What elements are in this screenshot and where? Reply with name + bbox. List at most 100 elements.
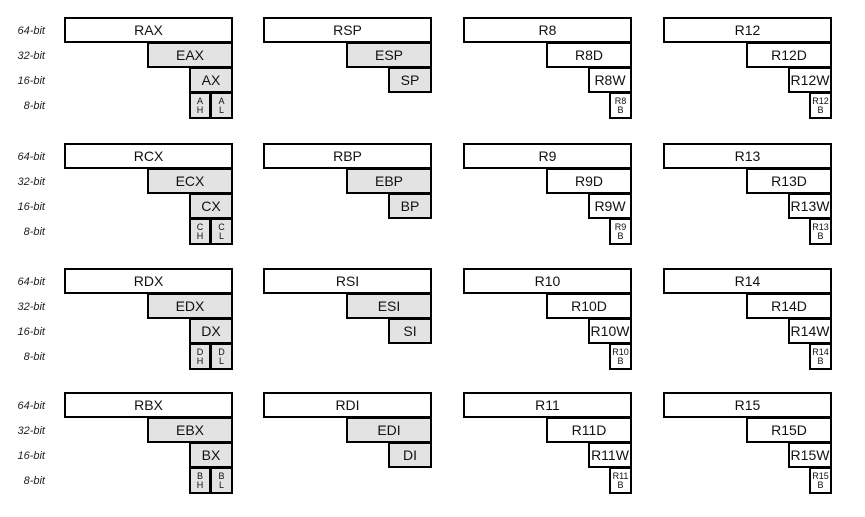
register-16bit: AX: [189, 67, 233, 93]
register-32bit: EDX: [147, 293, 233, 319]
register-32bit: R8D: [546, 42, 632, 68]
register-16bit: DX: [189, 318, 233, 344]
register-8bit-high-suffix: H: [196, 105, 204, 115]
register-32bit-label: EBP: [374, 173, 403, 189]
register-16bit: R12W: [788, 67, 832, 93]
register-64bit-label: RBP: [333, 148, 362, 164]
register-32bit-label: EDX: [175, 298, 205, 314]
register-64bit-label: RAX: [134, 22, 163, 38]
register-32bit: ESP: [346, 42, 432, 68]
register-16bit: R11W: [588, 442, 632, 468]
register-16bit: CX: [189, 193, 233, 219]
register-32bit: ESI: [346, 293, 432, 319]
register-8bit-suffix: B: [617, 105, 624, 115]
row-label: 8-bit: [23, 351, 45, 363]
register-32bit-label: R11D: [571, 422, 607, 438]
register-32bit: EBP: [346, 168, 432, 194]
register-32bit-label: EBX: [175, 422, 204, 438]
register-64bit: RCX: [64, 143, 233, 169]
register-8bit-low-letter: A: [218, 96, 225, 106]
row-label: 64-bit: [17, 151, 45, 163]
register-64bit-label: R15: [734, 397, 761, 413]
register-16bit-label: R9W: [594, 198, 626, 214]
register-32bit-label: R13D: [771, 173, 807, 189]
row-label: 32-bit: [17, 50, 45, 62]
register-64bit: R9: [463, 143, 632, 169]
register-64bit-label: RDI: [335, 397, 360, 413]
register-32bit-label: R9D: [574, 173, 603, 189]
register-8bit-low-suffix: L: [218, 356, 224, 366]
register-16bit-label: SP: [400, 72, 420, 88]
register-8bit-suffix: B: [617, 356, 624, 366]
register-32bit-label: EAX: [175, 47, 204, 63]
register-16bit-label: CX: [201, 198, 221, 214]
register-64bit: R11: [463, 392, 632, 418]
register-64bit: R15: [663, 392, 832, 418]
register-32bit-label: EDI: [377, 422, 401, 438]
row-label: 32-bit: [17, 301, 45, 313]
register-32bit-label: R8D: [574, 47, 603, 63]
register-64bit-label: RSI: [335, 273, 360, 289]
register-8bit-high-suffix: H: [196, 480, 204, 490]
register-32bit-label: ESP: [374, 47, 403, 63]
register-32bit: R12D: [746, 42, 832, 68]
row-label: 64-bit: [17, 400, 45, 412]
register-8bit-high-letter: B: [196, 471, 203, 481]
register-32bit: EDI: [346, 417, 432, 443]
register-16bit-label: R15W: [790, 447, 830, 463]
register-64bit-label: R11: [535, 397, 560, 413]
register-16bit-label: BP: [400, 198, 420, 214]
register-8bit-high-letter: C: [196, 222, 204, 232]
register-8bit-low-suffix: L: [218, 231, 224, 241]
register-64bit-label: RSP: [333, 22, 362, 38]
register-32bit-label: R14D: [771, 298, 807, 314]
register-32bit: R13D: [746, 168, 832, 194]
row-label: 8-bit: [23, 475, 45, 487]
register-8bit-name: R12: [812, 96, 829, 106]
register-8bit-low-suffix: L: [218, 480, 224, 490]
register-32bit: R9D: [546, 168, 632, 194]
register-64bit: R8: [463, 17, 632, 43]
row-label: 8-bit: [23, 226, 45, 238]
register-8bit-suffix: B: [817, 231, 824, 241]
row-label: 32-bit: [17, 425, 45, 437]
row-label: 16-bit: [17, 326, 45, 338]
register-16bit-label: R11W: [591, 447, 629, 463]
register-64bit: RBX: [64, 392, 233, 418]
register-16bit: BX: [189, 442, 233, 468]
register-16bit-label: R14W: [790, 323, 830, 339]
register-16bit: SI: [388, 318, 432, 344]
register-64bit-label: R8: [538, 22, 557, 38]
register-8bit-high-letter: A: [196, 96, 203, 106]
register-16bit-label: DX: [201, 323, 221, 339]
row-label: 16-bit: [17, 450, 45, 462]
register-16bit: R15W: [788, 442, 832, 468]
register-64bit: R14: [663, 268, 832, 294]
register-64bit: RDI: [263, 392, 432, 418]
register-8bit-low-letter: C: [218, 222, 225, 232]
register-64bit-label: RDX: [133, 273, 164, 289]
row-label: 16-bit: [17, 201, 45, 213]
register-64bit-label: R14: [734, 273, 761, 289]
register-8bit-suffix: B: [617, 480, 624, 490]
register-16bit: R8W: [588, 67, 632, 93]
register-16bit: R13W: [788, 193, 832, 219]
row-label: 32-bit: [17, 176, 45, 188]
register-64bit: R13: [663, 143, 832, 169]
register-8bit-high-letter: D: [196, 347, 204, 357]
register-16bit-label: R13W: [790, 198, 830, 214]
register-64bit: R12: [663, 17, 832, 43]
register-32bit: R14D: [746, 293, 832, 319]
register-64bit: RDX: [64, 268, 233, 294]
